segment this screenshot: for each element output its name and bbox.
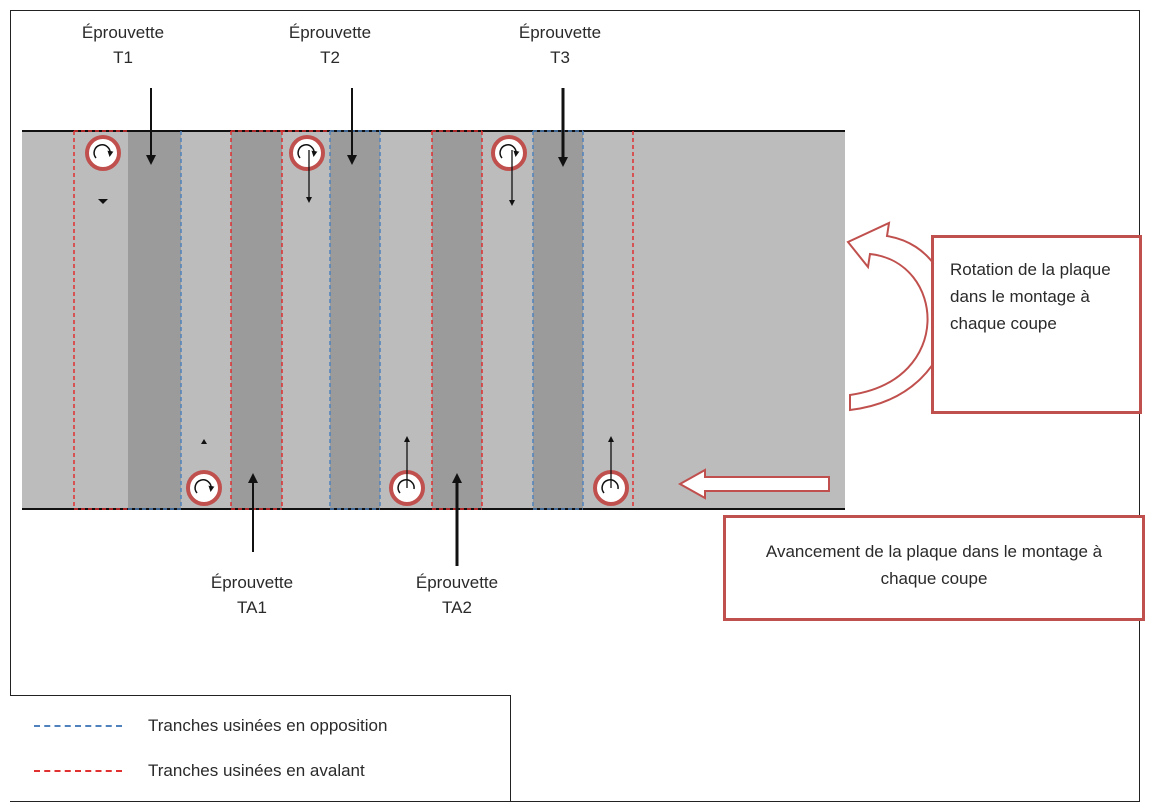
legend-item-avalant: Tranches usinées en avalant bbox=[34, 761, 365, 781]
left-arrow-icon bbox=[677, 468, 830, 500]
rotating-tool-icon bbox=[186, 470, 222, 506]
legend-item-opposition: Tranches usinées en opposition bbox=[34, 716, 387, 736]
rotating-tool-icon bbox=[85, 135, 121, 171]
strip-ta2 bbox=[432, 131, 482, 509]
advance-callout-text: Avancement de la plaque dans le montage … bbox=[765, 542, 1103, 588]
opposition-cut-lines bbox=[128, 130, 584, 510]
legend-blue-dash bbox=[34, 725, 122, 727]
advance-callout: Avancement de la plaque dans le montage … bbox=[723, 515, 1145, 621]
rotation-callout: Rotation de la plaque dans le montage à … bbox=[931, 235, 1142, 414]
curved-arrow-icon bbox=[846, 221, 950, 412]
rotating-tool-icon bbox=[593, 436, 629, 506]
rotating-tool-icon bbox=[491, 135, 527, 206]
rotating-tool-icon bbox=[289, 135, 325, 203]
strip-ta1 bbox=[231, 131, 282, 509]
strip-t2 bbox=[330, 131, 380, 509]
rotation-callout-text: Rotation de la plaque dans le montage à … bbox=[950, 260, 1111, 333]
strip-t3 bbox=[533, 131, 583, 509]
legend-label-opposition: Tranches usinées en opposition bbox=[148, 716, 388, 735]
strip-t1 bbox=[128, 131, 181, 509]
avalant-cut-lines bbox=[73, 130, 634, 510]
legend-label-avalant: Tranches usinées en avalant bbox=[148, 761, 365, 780]
legend-red-dash bbox=[34, 770, 122, 772]
small-arrow-icon bbox=[201, 439, 207, 444]
small-arrow-icon bbox=[98, 199, 108, 204]
rotating-tool-icon bbox=[389, 436, 425, 506]
legend: Tranches usinées en opposition Tranches … bbox=[10, 695, 511, 802]
